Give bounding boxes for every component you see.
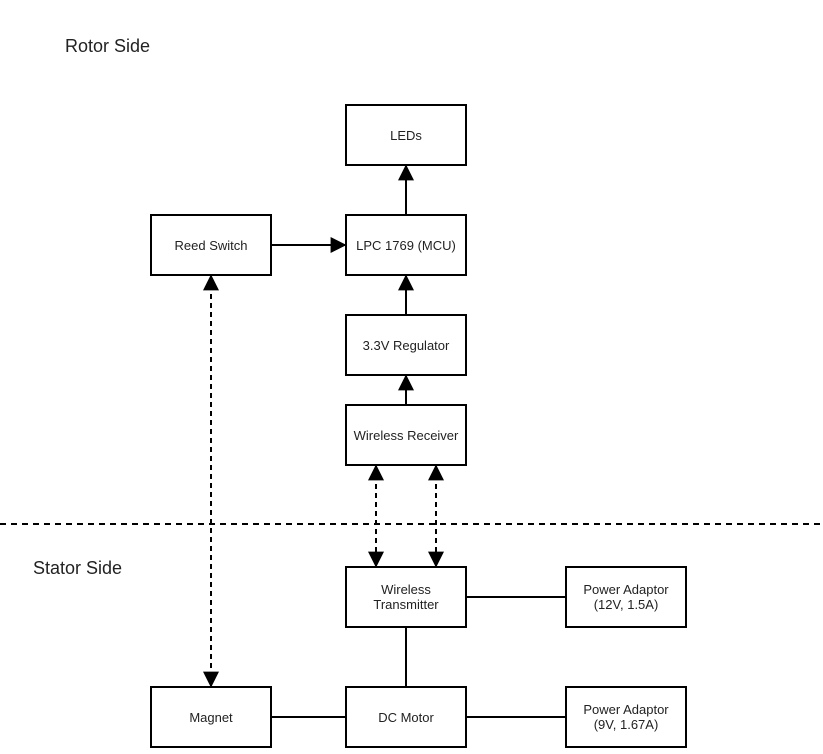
mcu-label: LPC 1769 (MCU) [356,237,456,253]
reed-switch-label: Reed Switch [174,237,248,253]
wireless-transmitter-block: Wireless Transmitter [345,566,467,628]
rotor-side-label: Rotor Side [65,36,151,56]
wireless-receiver-block: Wireless Receiver [345,404,467,466]
power-adaptor-9v-label: Power Adaptor (9V, 1.67A) [583,702,669,732]
magnet-block: Magnet [150,686,272,748]
power-adaptor-9v-block: Power Adaptor (9V, 1.67A) [565,686,687,748]
stator-side-label: Stator Side [33,558,123,578]
regulator-label: 3.3V Regulator [362,337,450,353]
reed-switch-block: Reed Switch [150,214,272,276]
wireless-transmitter-label: Wireless Transmitter [373,582,439,612]
regulator-block: 3.3V Regulator [345,314,467,376]
leds-block: LEDs [345,104,467,166]
magnet-label: Magnet [189,709,233,725]
dc-motor-label: DC Motor [378,709,434,725]
wireless-receiver-label: Wireless Receiver [353,427,459,443]
mcu-block: LPC 1769 (MCU) [345,214,467,276]
leds-label: LEDs [390,127,422,143]
power-adaptor-12v-block: Power Adaptor (12V, 1.5A) [565,566,687,628]
power-adaptor-12v-label: Power Adaptor (12V, 1.5A) [583,582,669,612]
dc-motor-block: DC Motor [345,686,467,748]
